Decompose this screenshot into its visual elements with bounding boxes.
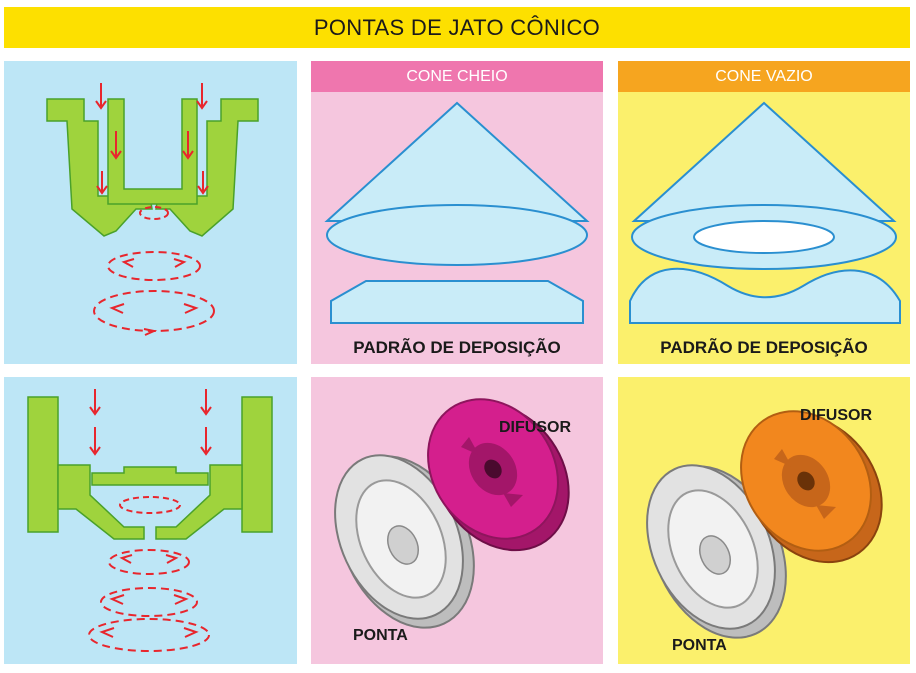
full-cone-header-label: CONE CHEIO bbox=[406, 67, 508, 85]
full-cone-tip-label: PONTA bbox=[353, 627, 408, 644]
nozzle-core-insert bbox=[107, 98, 198, 205]
hollow-cone-diffuser-label: DIFUSOR bbox=[800, 407, 872, 424]
diffuser-part bbox=[427, 398, 570, 552]
hollow-cone-parts-panel: DIFUSOR PONTA bbox=[618, 377, 910, 664]
full-cone-deposition-caption: PADRÃO DE DEPOSIÇÃO bbox=[353, 338, 561, 357]
hollow-cone-header: CONE VAZIO bbox=[618, 61, 910, 92]
flow-arrows bbox=[88, 389, 212, 652]
nozzle-body-left bbox=[46, 98, 153, 237]
deposition-profile-hollow bbox=[629, 267, 901, 324]
swirl-core bbox=[91, 466, 209, 486]
hollow-cone-tip-label: PONTA bbox=[672, 637, 727, 654]
nozzle-swirl-right bbox=[155, 464, 243, 540]
hollow-cone-nozzle-diagram bbox=[27, 389, 273, 652]
hollow-cone-header-label: CONE VAZIO bbox=[715, 67, 813, 85]
spray-cone bbox=[324, 101, 590, 222]
spray-cone bbox=[631, 101, 897, 222]
hollow-cone-deposition-caption: PADRÃO DE DEPOSIÇÃO bbox=[660, 338, 868, 357]
hollow-cone-parts-illustration bbox=[646, 410, 883, 639]
full-cone-panel: CONE CHEIO PADRÃO DE DEPOSIÇÃO bbox=[311, 61, 603, 364]
nozzle-wall-right bbox=[241, 396, 273, 533]
hollow-cone-panel: CONE VAZIO PADRÃO DE DEPOSIÇÃO bbox=[618, 61, 910, 364]
hollow-cone-nozzle-section-panel bbox=[4, 377, 297, 664]
full-cone-spray-diagram bbox=[324, 101, 590, 324]
page-title: PONTAS DE JATO CÔNICO bbox=[313, 14, 601, 40]
tip-part bbox=[646, 464, 787, 639]
nozzle-swirl-left bbox=[57, 464, 145, 540]
tip-part bbox=[334, 454, 475, 629]
nozzle-wall-left bbox=[27, 396, 59, 533]
full-cone-nozzle-section-panel bbox=[4, 61, 297, 364]
deposition-profile-full bbox=[330, 280, 584, 324]
spray-ellipse bbox=[326, 204, 588, 266]
diffuser-part bbox=[740, 410, 883, 564]
full-cone-parts-illustration bbox=[334, 398, 570, 629]
flow-arrows bbox=[93, 83, 215, 336]
title-banner: PONTAS DE JATO CÔNICO bbox=[4, 7, 910, 48]
hollow-center bbox=[693, 220, 835, 254]
nozzle-body-right bbox=[155, 98, 259, 237]
full-cone-header: CONE CHEIO bbox=[311, 61, 603, 92]
full-cone-diffuser-label: DIFUSOR bbox=[499, 419, 571, 436]
hollow-cone-spray-diagram bbox=[629, 101, 901, 324]
full-cone-nozzle-diagram bbox=[46, 83, 259, 336]
full-cone-parts-panel: DIFUSOR PONTA bbox=[311, 377, 603, 664]
